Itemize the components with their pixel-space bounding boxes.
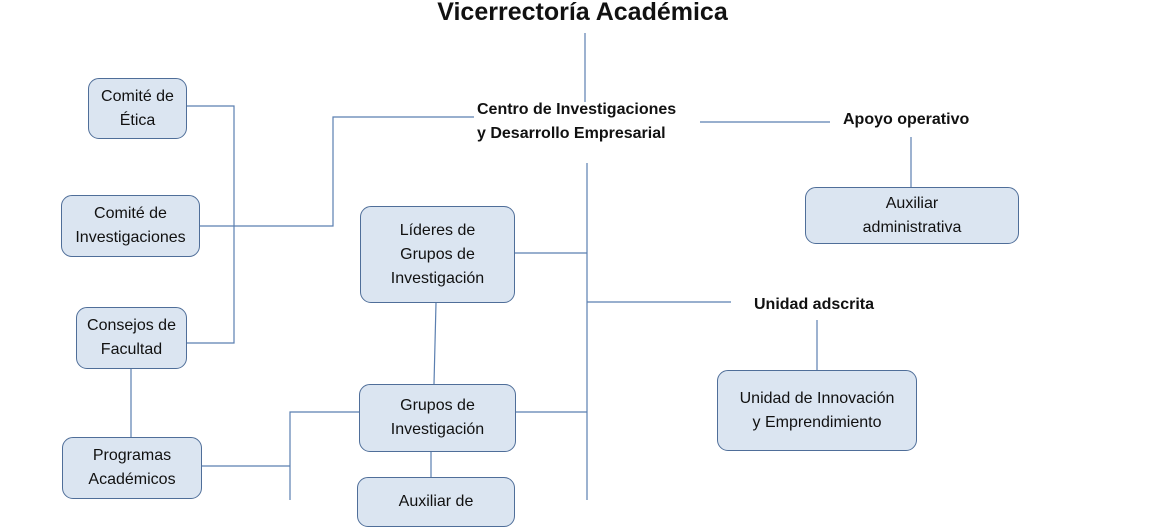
connector-center-committees <box>199 116 474 227</box>
connector-etica-bracket <box>186 105 235 344</box>
label-apoyo-operativo: Apoyo operativo <box>843 111 970 128</box>
box-unidad-innovacion: Unidad de Innovación y Emprendimiento <box>717 370 917 451</box>
box-auxiliar-administrativa: Auxiliar administrativa <box>805 187 1019 244</box>
box-comite-etica: Comité de Ética <box>88 78 187 139</box>
box-consejos-facultad: Consejos de Facultad <box>76 307 187 369</box>
label-centro-investigaciones: Centro de Investigaciones y Desarrollo E… <box>477 101 677 142</box>
title-vicerrectoria: Vicerrectoría Académica <box>437 0 728 26</box>
box-auxiliar-investigacion: Auxiliar de <box>357 477 515 527</box>
connector-lines <box>130 33 912 500</box>
box-comite-investigaciones: Comité de Investigaciones <box>61 195 200 257</box>
label-unidad-adscrita: Unidad adscrita <box>754 296 875 313</box>
connector-lideres-grupos <box>433 302 437 385</box>
box-lideres-grupos: Líderes de Grupos de Investigación <box>360 206 515 303</box>
box-programas-academicos: Programas Académicos <box>62 437 202 499</box>
box-grupos-investigacion: Grupos de Investigación <box>359 384 516 452</box>
connector-grupos-bracket <box>289 411 360 500</box>
